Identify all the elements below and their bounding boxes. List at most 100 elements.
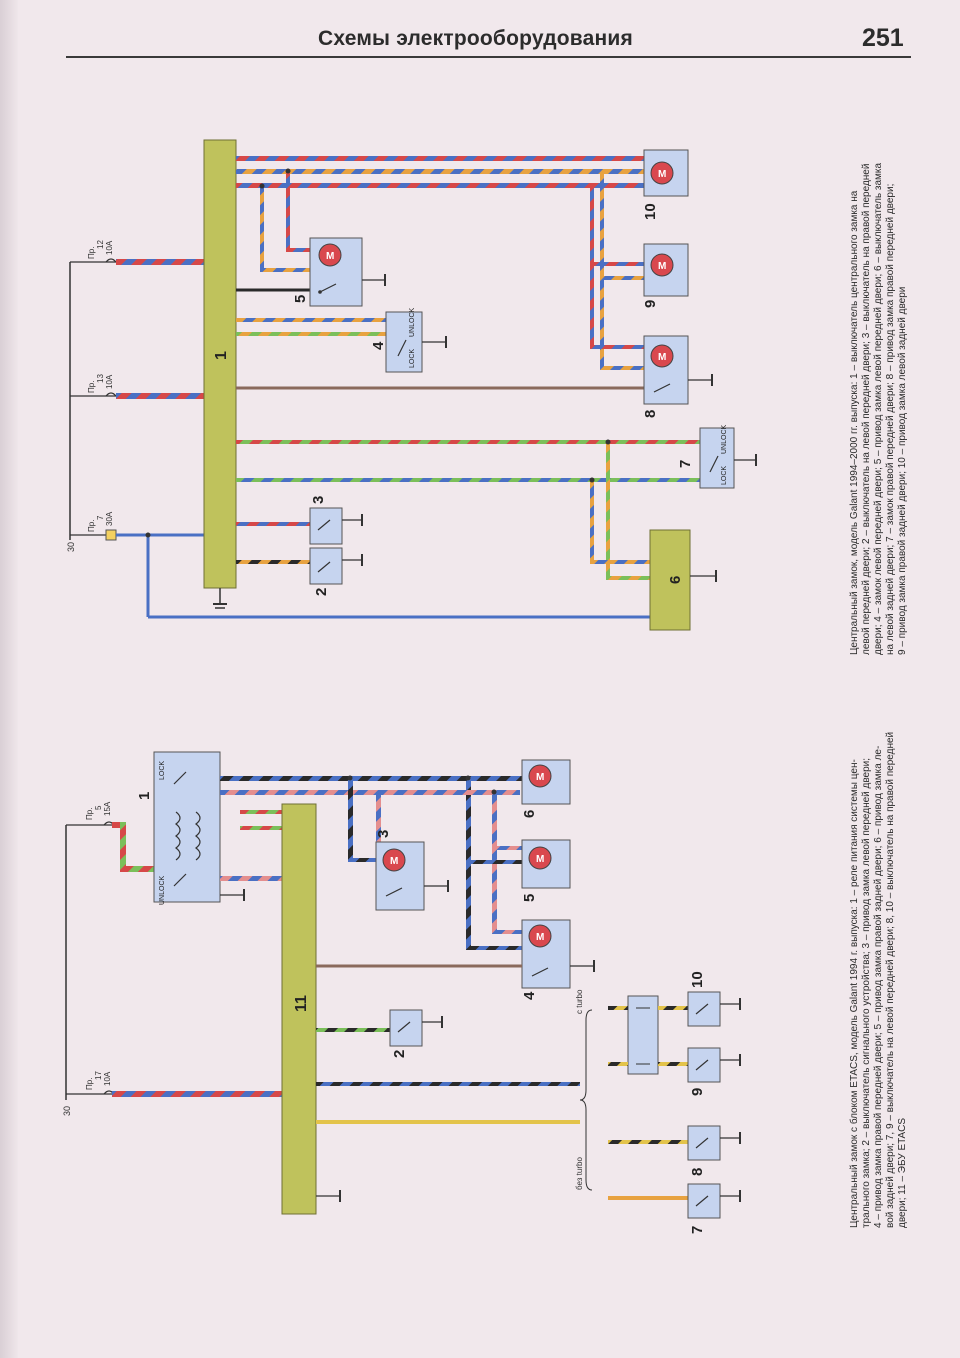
caption-line: левой передней двери; 2 – выключатель на… xyxy=(861,164,872,655)
component-label: 9 xyxy=(642,300,659,308)
component-label: 10 xyxy=(689,971,706,988)
motor-icon xyxy=(650,253,674,277)
unlock-label: UNLOCK xyxy=(409,307,416,337)
wire xyxy=(236,318,386,322)
lock-label: LOCK xyxy=(721,466,728,485)
wire xyxy=(590,560,650,564)
wire xyxy=(658,1062,688,1066)
component-label: 1 xyxy=(136,792,153,800)
wire xyxy=(286,248,326,252)
component-label: 2 xyxy=(313,588,330,596)
wire xyxy=(492,846,522,850)
wire xyxy=(316,1082,580,1086)
caption-line: Центральный замок с блоком ETACS, модель… xyxy=(848,759,860,1228)
lock-switch-4-box xyxy=(385,311,423,373)
component-label: 8 xyxy=(689,1168,706,1176)
wire xyxy=(600,170,604,368)
wire xyxy=(608,1006,628,1010)
coil-icon xyxy=(195,811,201,861)
etacs-ecu-block-11 xyxy=(281,803,317,1215)
lock-label: LOCK xyxy=(409,349,416,368)
caption-line: двери; 4 – замок левой передней двери; 5… xyxy=(873,162,884,655)
fuse-label-num: 12 xyxy=(96,240,105,249)
control-unit-block-1 xyxy=(203,139,237,589)
fuse-label-pr: Пр. xyxy=(85,1078,94,1090)
turbo-switch-box xyxy=(627,995,659,1075)
wire xyxy=(240,826,284,830)
switch-9-box xyxy=(687,1047,721,1083)
motor-icon xyxy=(382,848,406,872)
component-label: 7 xyxy=(677,460,694,468)
relay-1-box xyxy=(153,751,221,903)
motor-icon xyxy=(650,344,674,368)
fuse-label-amp: 30А xyxy=(105,511,114,526)
wire xyxy=(380,790,520,795)
component-label: 6 xyxy=(667,576,684,584)
wire xyxy=(348,778,353,862)
wire xyxy=(608,1062,628,1066)
caption-line: двери; 11 – ЭБУ ETACS xyxy=(897,1118,908,1228)
motor-icon xyxy=(528,924,552,948)
wire xyxy=(236,332,386,336)
bottom-diagram: 30 Пр. 17 10А Пр. 5 15А 1 LOCK UNLOCK xyxy=(62,751,741,1234)
wire xyxy=(492,930,522,934)
caption-line: трального замка; 2 – выключатель сигналь… xyxy=(861,758,872,1228)
fuse-label-num: 17 xyxy=(94,1071,103,1080)
wire xyxy=(260,185,264,270)
motor-icon xyxy=(528,764,552,788)
fuse-label-num: 13 xyxy=(96,374,105,383)
wire xyxy=(260,268,326,272)
component-label: 4 xyxy=(370,341,387,350)
wire xyxy=(348,858,376,862)
unlock-label: UNLOCK xyxy=(721,424,728,454)
caption-line: 4 – привод замка правой передней двери; … xyxy=(873,746,884,1228)
motor-symbol: M xyxy=(536,932,544,943)
component-label: 7 xyxy=(689,1226,706,1234)
component-label: 10 xyxy=(642,203,659,220)
wire xyxy=(120,822,126,872)
component-label: 5 xyxy=(292,295,309,303)
page-header-title: Схемы электрооборудования xyxy=(318,27,633,50)
fuse-label-num: 5 xyxy=(94,805,103,810)
wire xyxy=(590,480,594,562)
wire xyxy=(658,1006,688,1010)
fuse-label-amp: 10А xyxy=(105,374,114,389)
switch-10-box xyxy=(687,991,721,1027)
page-number: 251 xyxy=(862,24,904,52)
switch-7-box xyxy=(687,1183,721,1219)
caption-line: Центральный замок, модель Galant 1994–20… xyxy=(849,190,860,655)
wire xyxy=(608,1140,688,1144)
wire xyxy=(120,866,156,872)
wire xyxy=(466,860,522,864)
component-label: 2 xyxy=(391,1050,408,1058)
block-label: 11 xyxy=(293,995,310,1012)
fuse-label-amp: 15А xyxy=(103,801,112,816)
fuse-label-pr: Пр. xyxy=(87,520,96,532)
wire xyxy=(236,156,654,161)
caption-top: Центральный замок, модель Galant 1994–20… xyxy=(849,162,908,655)
caption-line: на левой задней двери; 7 – замок правой … xyxy=(885,184,896,655)
fuse-label-amp: 10А xyxy=(103,1071,112,1086)
top-diagram: 30 Пр. 7 30А Пр. 13 10А Пр. 12 10А xyxy=(66,139,757,631)
wire xyxy=(236,440,700,444)
coil-icon xyxy=(175,811,181,861)
component-label: 6 xyxy=(521,810,538,818)
wire xyxy=(112,1091,282,1097)
wire xyxy=(236,169,654,174)
wire xyxy=(236,478,700,482)
wire xyxy=(116,393,204,399)
no-turbo-label: без turbo xyxy=(575,1157,584,1190)
motor-symbol: M xyxy=(658,169,666,180)
wire xyxy=(236,183,654,188)
motor-symbol: M xyxy=(390,856,398,867)
component-label: 3 xyxy=(310,496,327,504)
wire xyxy=(236,522,310,526)
wire xyxy=(286,170,290,250)
wire xyxy=(590,262,644,266)
wire xyxy=(236,560,310,564)
switch-3-box xyxy=(309,507,343,545)
wire xyxy=(606,442,610,578)
fuse-label-pr: Пр. xyxy=(85,808,94,820)
